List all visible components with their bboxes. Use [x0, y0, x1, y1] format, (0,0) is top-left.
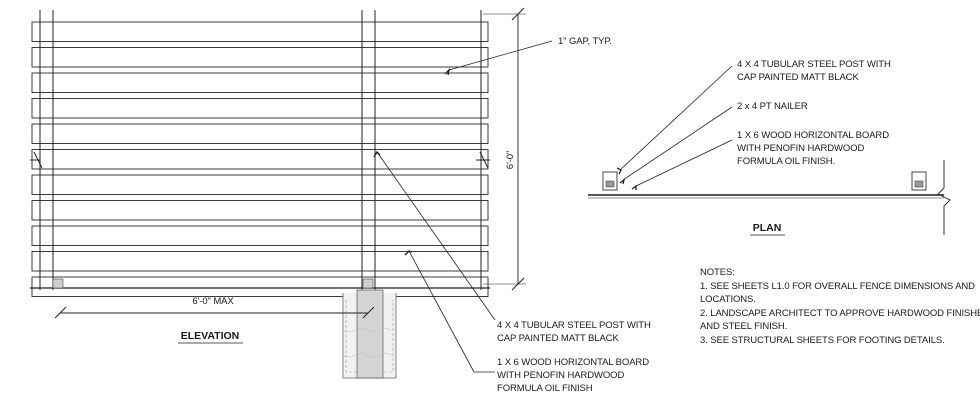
plan-nailer-left: [605, 180, 615, 188]
plan-view: 4 X 4 TUBULAR STEEL POST WITH CAP PAINTE…: [588, 59, 951, 236]
note-item-1: 1. SEE SHEETS L1.0 FOR OVERALL FENCE DIM…: [700, 281, 977, 305]
plan-board-note: 1 X 6 WOOD HORIZONTAL BOARD WITH PENOFIN…: [737, 130, 892, 167]
plan-nailer-note: 2 x 4 PT NAILER: [737, 101, 808, 112]
fence-post-left: [39, 10, 54, 290]
horizontal-board: [31, 149, 489, 170]
plan-title: PLAN: [753, 222, 782, 234]
note-item-2: 2. LANDSCAPE ARCHITECT TO APPROVE HARDWO…: [700, 308, 980, 332]
width-dimension: 6'-0" MAX: [54, 296, 375, 319]
plan-break-line: [937, 160, 951, 235]
width-dimension-label: 6'-0" MAX: [192, 296, 234, 307]
break-line-left: [30, 151, 43, 169]
horizontal-board: [31, 47, 489, 68]
note-item-3: 3. SEE STRUCTURAL SHEETS FOR FOOTING DET…: [700, 335, 945, 346]
elevation-board-callout: 1 X 6 WOOD HORIZONTAL BOARD WITH PENOFIN…: [404, 250, 652, 394]
general-notes: NOTES: 1. SEE SHEETS L1.0 FOR OVERALL FE…: [700, 267, 980, 346]
elevation-title: ELEVATION: [181, 330, 240, 342]
horizontal-board: [31, 276, 489, 297]
gap-callout: 1" GAP, TYP.: [444, 36, 612, 76]
plan-post-leader: [619, 65, 733, 171]
break-line-right: [476, 151, 490, 169]
plan-post-note: 4 X 4 TUBULAR STEEL POST WITH CAP PAINTE…: [737, 59, 893, 83]
elevation-view: 6'-0" 6'-0" MAX 1" GAP, TYP. 4 X 4 TUBUL…: [30, 7, 653, 394]
elevation-board-note: 1 X 6 WOOD HORIZONTAL BOARD WITH PENOFIN…: [497, 357, 652, 394]
plan-nailer-right: [914, 180, 924, 188]
plan-nailer-leader: [622, 106, 733, 181]
horizontal-board: [31, 123, 489, 144]
height-dimension: 6'-0": [483, 7, 526, 291]
fence-post-center: [361, 10, 376, 290]
height-dimension-label: 6'-0": [505, 151, 516, 169]
horizontal-board: [31, 98, 489, 119]
post-base-center: [362, 278, 374, 289]
horizontal-board: [31, 72, 489, 93]
plan-board-leader: [635, 139, 733, 187]
notes-heading: NOTES:: [700, 267, 735, 278]
horizontal-board: [31, 174, 489, 195]
elevation-post-note: 4 X 4 TUBULAR STEEL POST WITH CAP PAINTE…: [497, 320, 653, 344]
horizontal-board: [31, 225, 489, 246]
horizontal-board: [31, 21, 489, 42]
horizontal-boards: [31, 21, 489, 297]
elevation-post-callout: 4 X 4 TUBULAR STEEL POST WITH CAP PAINTE…: [373, 150, 653, 344]
post-footing: [342, 289, 397, 379]
gap-label: 1" GAP, TYP.: [558, 36, 612, 47]
horizontal-board: [31, 200, 489, 221]
post-base-left: [52, 278, 64, 289]
horizontal-board: [31, 251, 489, 272]
